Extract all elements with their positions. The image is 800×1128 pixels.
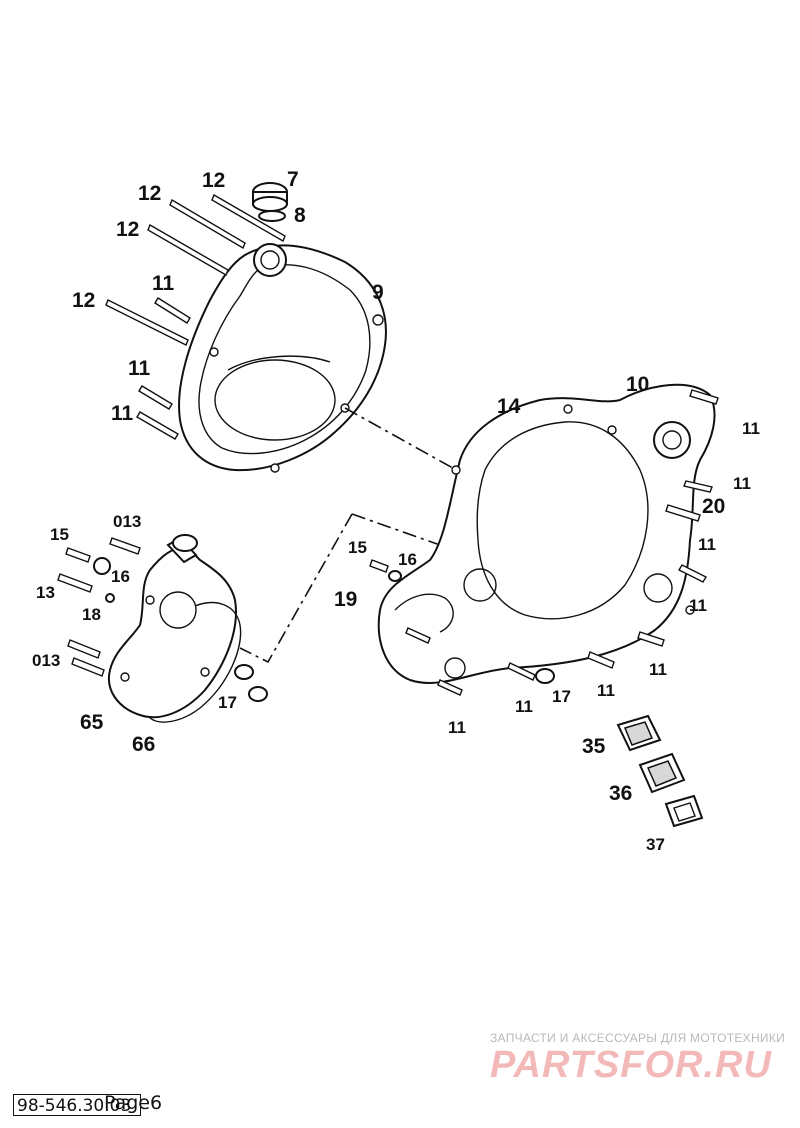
cover-bolts [105,193,286,440]
crankcase-cover [377,383,716,684]
callout-label: 35 [582,735,606,758]
callout-label: 17 [218,693,237,712]
callout-label: 14 [497,395,521,418]
callout-label: 20 [702,495,725,518]
watermark-brand: PARTSFOR.RU [490,1044,772,1086]
callout-label: 19 [334,588,357,611]
callout-label: 11 [597,681,615,700]
callout-label: 11 [698,535,716,554]
callout-label: 13 [36,583,55,602]
callout-label: 11 [733,474,751,493]
clutch-cover [178,243,387,473]
callout-label: 12 [202,169,225,192]
callout-label: 18 [82,605,101,624]
callout-label: 12 [72,289,95,312]
callout-label: 11 [448,718,466,737]
callout-label: 7 [287,168,299,191]
footer-page-label: Page6 [104,1092,163,1114]
assembly-line-lower [239,513,441,664]
callout-label: 11 [111,402,134,425]
callout-label: 11 [152,272,175,295]
callout-label: 12 [138,182,161,205]
callout-label: 013 [32,651,60,670]
water-pump-cover [107,534,242,723]
callout-label: 11 [515,697,533,716]
pump-small-parts [57,537,268,702]
callout-label: 15 [348,538,367,557]
callout-label: 65 [80,711,104,734]
callout-label: 11 [689,596,707,615]
callout-label: 37 [646,835,665,854]
callout-label: 16 [111,567,130,586]
callout-label: 12 [116,218,139,241]
callout-label: 11 [742,419,760,438]
filler-plug [252,182,288,222]
callout-labels: 7 8 9 12 12 12 12 11 11 11 10 14 11 11 2… [32,168,760,854]
callout-label: 11 [128,357,151,380]
callout-label: 013 [113,512,141,531]
callout-label: 10 [626,373,649,396]
rubber-grommets [616,714,704,828]
callout-label: 15 [50,525,69,544]
callout-label: 9 [372,281,384,304]
assembly-line-upper [344,407,461,473]
callout-label: 17 [552,687,571,706]
crankcase-bolts [369,389,719,696]
callout-label: 36 [609,782,632,805]
watermark-tagline: ЗАПЧАСТИ И АКСЕССУАРЫ ДЛЯ МОТОТЕХНИКИ [490,1031,786,1045]
callout-label: 8 [294,204,306,227]
callout-label: 66 [132,733,155,756]
callout-label: 16 [398,550,417,569]
callout-label: 11 [649,660,667,679]
footer-code-box: 98-546.30.03 [13,1094,141,1116]
